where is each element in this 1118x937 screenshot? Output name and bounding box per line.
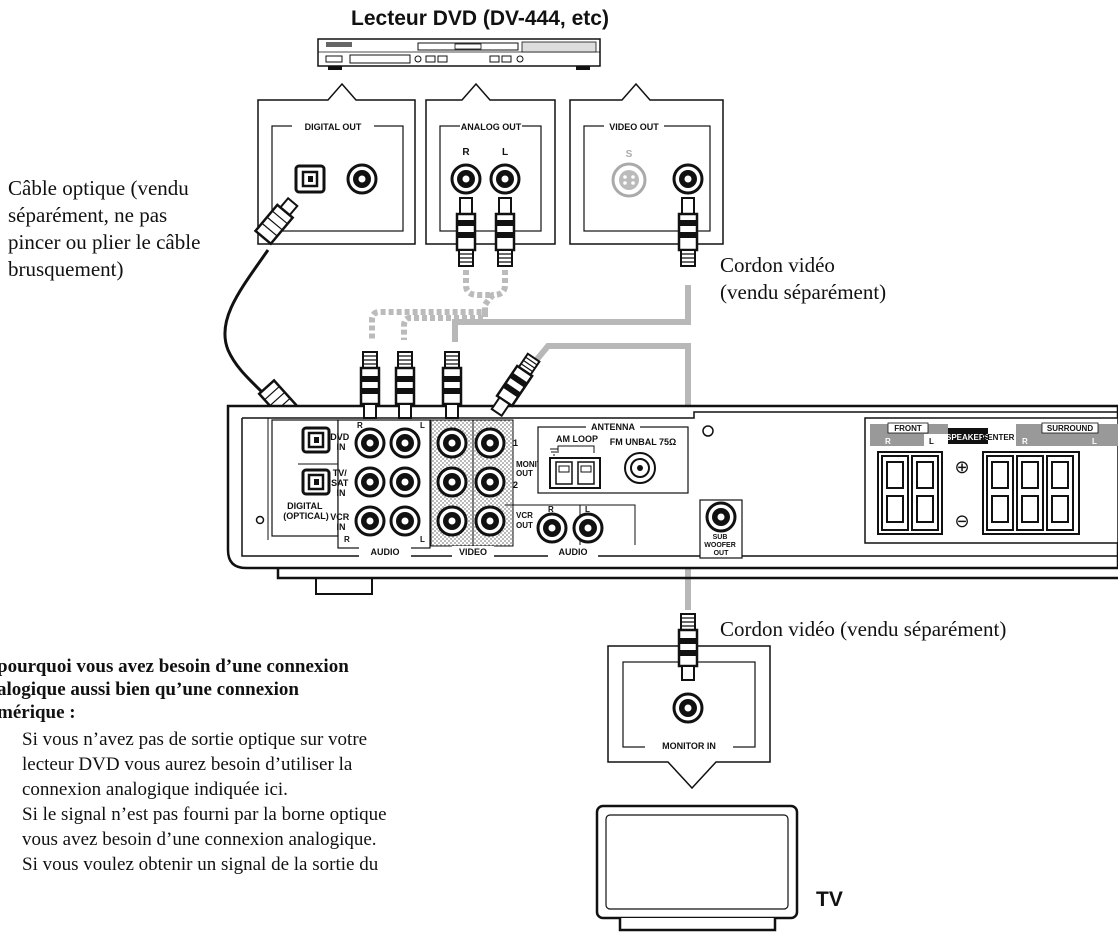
svg-text:R: R [1022, 437, 1028, 446]
list-item: lecteur DVD vous aurez besoin d’utiliser… [22, 754, 353, 775]
panel-monitor-in: MONITOR IN [607, 645, 771, 790]
svg-text:L: L [585, 505, 590, 514]
s-video-jack [611, 162, 647, 198]
tv-label: TV [816, 888, 843, 911]
svg-text:R L: R L [357, 421, 425, 430]
optical-cable-caption: Câble optique (vendu séparément, ne pas … [8, 176, 201, 281]
vcr-out-video-jack [474, 505, 506, 537]
am-loop-terminals [549, 457, 601, 489]
svg-text:1: 1 [513, 438, 518, 448]
panel-digital-out: DIGITAL OUT [257, 82, 416, 245]
svg-text:L: L [502, 147, 508, 158]
fm-antenna-jack [624, 452, 656, 484]
svg-text:SUB WOOFER OUT: SUB WOOFER OUT [704, 534, 737, 557]
vcr-out-audio-l-jack [572, 512, 604, 544]
svg-text:CENTER: CENTER [982, 433, 1015, 442]
video-cord-caption-bottom: Cordon vidéo (vendu séparément) [720, 617, 1007, 641]
audio-tvsat-r-jack [354, 466, 386, 498]
video-tvsat-jack [436, 466, 468, 498]
svg-text:DIGITAL (OPTICAL): DIGITAL (OPTICAL) [283, 501, 329, 521]
list-item: vous avez besoin d’une connexion analogi… [22, 829, 377, 850]
video-vcr-jack [436, 505, 468, 537]
receiver: DIGITAL (OPTICAL) R L DVD IN TV/ SAT IN … [226, 404, 1118, 595]
svg-text:DIGITAL OUT: DIGITAL OUT [305, 122, 362, 132]
audio-dvd-r-jack [354, 427, 386, 459]
svg-text:FM UNBAL 75Ω: FM UNBAL 75Ω [610, 437, 677, 447]
svg-text:ANALOG OUT: ANALOG OUT [461, 122, 522, 132]
audio-dvd-l-jack [389, 427, 421, 459]
list-item: Si le signal n’est pas fourni par la bor… [22, 804, 387, 825]
svg-text:TV/ SAT IN: TV/ SAT IN [331, 468, 351, 498]
audio-vcr-l-jack [389, 505, 421, 537]
svg-text:DVD IN: DVD IN [330, 432, 352, 452]
optical-out-jack [294, 164, 326, 194]
video-dvd-jack [436, 427, 468, 459]
svg-text:VIDEO: VIDEO [459, 547, 487, 557]
svg-text:VIDEO OUT: VIDEO OUT [609, 122, 659, 132]
dvd-player [317, 38, 601, 70]
svg-text:SURROUND: SURROUND [1047, 424, 1093, 433]
note-list: Si vous n’avez pas de sortie optique sur… [0, 727, 440, 877]
svg-text:S: S [626, 149, 633, 160]
svg-text:2: 2 [513, 480, 518, 490]
monitor-out-1-jack [474, 427, 506, 459]
subwoofer-out-jack [705, 501, 737, 533]
monitor-in-jack [672, 692, 704, 724]
video-cable-in [452, 285, 691, 342]
svg-text:MONITOR OUT: MONITOR OUT [516, 460, 556, 478]
panel-video-out: VIDEO OUT S [569, 82, 724, 245]
svg-text:VCR IN: VCR IN [330, 512, 352, 532]
minus-terminal-icon: ⊖ [954, 511, 969, 531]
audio-tvsat-l-jack [389, 466, 421, 498]
svg-text:ANTENNA: ANTENNA [591, 422, 635, 432]
video-cord-caption-top: Cordon vidéo (vendu séparément) [720, 253, 887, 304]
svg-text:MONITOR IN: MONITOR IN [662, 741, 716, 751]
svg-text:R L: R L [344, 535, 425, 544]
svg-text:R: R [462, 147, 470, 158]
coax-out-jack [346, 163, 378, 195]
svg-text:AUDIO: AUDIO [559, 547, 588, 557]
list-item: connexion analogique indiquée ici. [22, 779, 288, 800]
svg-text:L: L [1092, 437, 1097, 446]
note-heading: pourquoi vous avez besoin d’une connexio… [0, 656, 349, 723]
center-surround-terminals [982, 451, 1080, 535]
svg-text:AUDIO: AUDIO [371, 547, 400, 557]
optical-in-dvd [301, 426, 331, 454]
svg-text:VCR OUT: VCR OUT [516, 511, 535, 530]
brand-logo [326, 42, 352, 47]
monitor-out-2-jack [474, 466, 506, 498]
analog-cable [369, 270, 508, 340]
svg-text:R: R [548, 505, 554, 514]
optical-in-tvsat [301, 468, 331, 496]
plus-terminal-icon: ⊕ [954, 457, 969, 477]
list-item: Si vous voulez obtenir un signal de la s… [22, 854, 379, 875]
svg-text:FRONT: FRONT [894, 424, 922, 433]
svg-text:SPEAKERS: SPEAKERS [946, 433, 991, 442]
analog-out-l-jack [489, 163, 521, 195]
front-speaker-terminals [877, 451, 943, 535]
optical-cable [223, 249, 270, 394]
svg-text:L: L [929, 437, 934, 446]
vcr-out-audio-r-jack [536, 512, 568, 544]
list-item: Si vous n’avez pas de sortie optique sur… [22, 729, 368, 750]
svg-text:AM LOOP: AM LOOP [556, 434, 598, 444]
diagram-title: Lecteur DVD (DV-444, etc) [351, 7, 609, 30]
panel-analog-out: ANALOG OUT R L [425, 82, 556, 245]
video-out-jack [672, 163, 704, 195]
audio-vcr-r-jack [354, 505, 386, 537]
optical-plug-top [253, 196, 299, 246]
svg-text:R: R [885, 437, 891, 446]
television [595, 804, 799, 932]
analog-out-r-jack [450, 163, 482, 195]
analog-note: pourquoi vous avez besoin d’une connexio… [0, 655, 440, 877]
